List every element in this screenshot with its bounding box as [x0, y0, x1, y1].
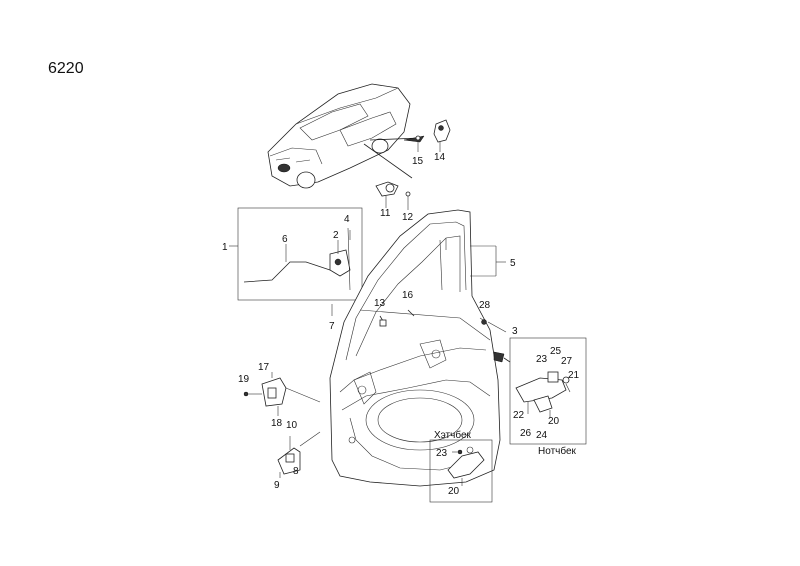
callout-8: 8 — [293, 466, 299, 477]
callout-27: 27 — [561, 356, 573, 367]
callout-2: 2 — [333, 230, 339, 241]
callout-7: 7 — [329, 321, 335, 332]
part-14-15 — [415, 119, 451, 152]
callout-20-hatchback: 20 — [448, 486, 460, 497]
callout-19: 19 — [238, 374, 250, 385]
callout-23: 23 — [536, 354, 548, 365]
callout-17: 17 — [258, 362, 270, 373]
car-illustration — [267, 83, 425, 189]
callout-5: 5 — [510, 258, 516, 269]
callout-16: 16 — [402, 290, 414, 301]
callout-9: 9 — [274, 480, 280, 491]
callout-6: 6 — [282, 234, 288, 245]
leader-lines — [331, 230, 506, 316]
hatchback-label: Хэтчбек — [434, 429, 472, 441]
callout-labels: 1 2 3 4 5 6 7 8 9 10 11 12 13 14 15 16 1… — [222, 152, 580, 497]
callout-15: 15 — [412, 156, 424, 167]
callout-13: 13 — [374, 298, 386, 309]
lock-assembly-box — [229, 207, 363, 301]
page-code: 6220 — [48, 60, 84, 77]
callout-14: 14 — [434, 152, 446, 163]
callout-10: 10 — [286, 420, 298, 431]
callout-22: 22 — [513, 410, 525, 421]
lower-hinge — [277, 431, 321, 478]
notchback-inset — [509, 337, 587, 445]
callout-23-hatchback: 23 — [436, 448, 448, 459]
callout-3: 3 — [512, 326, 518, 337]
callout-26: 26 — [520, 428, 532, 439]
front-door — [329, 209, 511, 487]
callout-21: 21 — [568, 370, 580, 381]
callout-11: 11 — [380, 208, 391, 219]
callout-25: 25 — [550, 346, 562, 357]
notchback-label: Нотчбек — [538, 445, 577, 457]
callout-12: 12 — [402, 212, 414, 223]
callout-28: 28 — [479, 300, 491, 311]
callout-20: 20 — [548, 416, 560, 427]
part-11-12 — [375, 181, 411, 210]
hatchback-inset — [429, 439, 493, 503]
callout-4: 4 — [344, 214, 350, 225]
callout-24: 24 — [536, 430, 548, 441]
upper-hinge — [243, 372, 321, 416]
callout-18: 18 — [271, 418, 283, 429]
callout-1: 1 — [222, 242, 228, 253]
